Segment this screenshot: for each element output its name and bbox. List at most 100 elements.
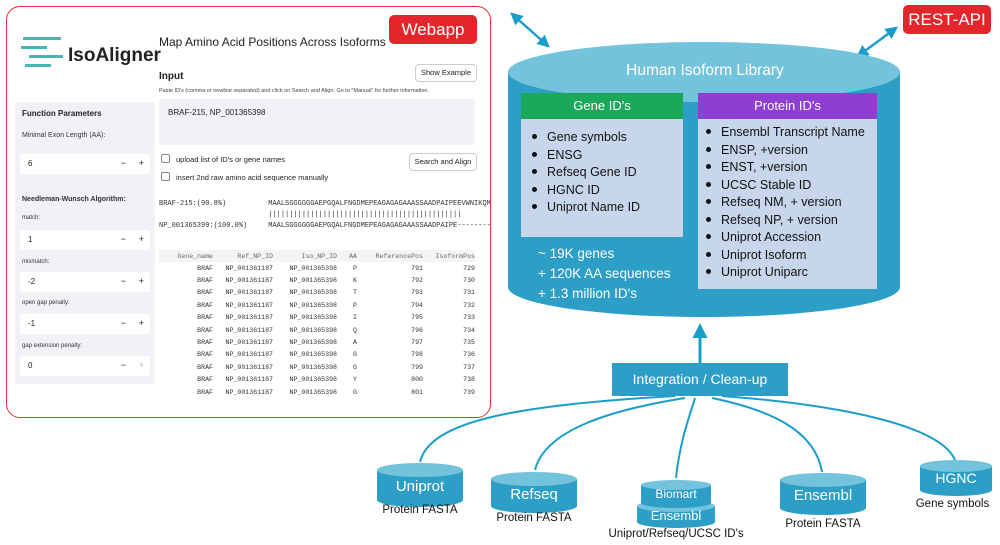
gene-ids-header: Gene ID's	[521, 93, 683, 119]
isoaligner-logo-icon	[21, 35, 63, 74]
list-item-text: Gene symbols	[547, 130, 627, 144]
list-item: Uniprot Uniparc	[706, 264, 877, 282]
table-cell: NP_001365398	[289, 301, 337, 309]
bullet-icon	[706, 216, 711, 222]
refseq-cylinder	[491, 472, 577, 513]
show-example-button[interactable]: Show Example	[415, 64, 477, 82]
ensembl-small-label: Ensembl	[650, 508, 702, 523]
mismatch-label: mismatch:	[22, 259, 50, 265]
checkbox-icon	[161, 154, 170, 163]
table-cell: NP_001361187	[225, 301, 273, 309]
gap-ext-stepper[interactable]: 0 − +	[20, 356, 150, 376]
minus-icon[interactable]: −	[120, 276, 126, 286]
gap-ext-value: 0	[28, 361, 33, 370]
parameters-sidebar: Function Parameters Minimal Exon Length …	[15, 102, 155, 384]
refseq-label: Refseq	[510, 486, 558, 503]
stat-line: + 1.3 million ID's	[538, 286, 637, 301]
min-exon-label: Minimal Exon Length (AA):	[22, 132, 106, 139]
uniprot-desc: Protein FASTA	[382, 504, 458, 516]
list-item: Gene symbols	[532, 129, 683, 147]
table-cell: NP_001361187	[225, 326, 273, 334]
stat-line: + 120K AA sequences	[538, 266, 671, 281]
table-cell: BRAF	[197, 363, 213, 371]
table-cell: NP_001361187	[225, 289, 273, 297]
table-cell: NP_001365398	[289, 314, 337, 322]
bullet-icon	[532, 204, 537, 210]
plus-icon[interactable]: +	[138, 360, 144, 370]
list-item-text: UCSC Stable ID	[721, 177, 812, 192]
table-cell: BRAF	[197, 326, 213, 334]
gap-open-label: open gap penalty:	[22, 300, 70, 306]
upload-checkbox[interactable]: upload list of ID's or gene names	[161, 154, 285, 164]
upload-label: upload list of ID's or gene names	[176, 155, 285, 164]
table-cell: P	[353, 301, 357, 309]
table-cell: NP_001365398	[289, 277, 337, 285]
library-stats: ~ 19K genes+ 120K AA sequences+ 1.3 mill…	[538, 244, 670, 304]
table-cell: 739	[463, 388, 475, 396]
list-item-text: Refseq NM, + version	[721, 195, 842, 209]
webapp-panel: IsoAligner Map Amino Acid Positions Acro…	[6, 6, 491, 418]
table-cell: 735	[463, 339, 475, 347]
webapp-tag: Webapp	[389, 15, 477, 44]
table-cell: 792	[411, 277, 423, 285]
nw-heading: Needleman-Wunsch Algorithm:	[22, 196, 126, 203]
table-cell: P	[353, 264, 357, 272]
uniprot-cylinder	[377, 463, 463, 507]
hgnc-label: HGNC	[935, 470, 977, 486]
list-item-text: Refseq NP, + version	[721, 212, 838, 227]
table-cell: Y	[353, 376, 357, 384]
bullet-icon	[532, 169, 537, 175]
input-heading: Input	[159, 71, 184, 82]
bullet-icon	[706, 251, 711, 257]
table-cell: NP_001365398	[289, 351, 337, 359]
table-cell: 733	[463, 314, 475, 322]
table-header-cell: Ref_NP_ID	[213, 250, 273, 262]
checkbox-icon	[161, 172, 170, 181]
list-item-text: ENST, +version	[721, 160, 808, 174]
refseq-desc: Protein FASTA	[496, 512, 572, 524]
source-tree-lines	[419, 395, 956, 479]
webapp-arrow	[510, 12, 550, 48]
table-cell: 732	[463, 301, 475, 309]
bullet-icon	[706, 129, 711, 135]
min-exon-stepper[interactable]: 6 − +	[20, 154, 150, 174]
insert-sequence-checkbox[interactable]: insert 2nd raw amino acid sequence manua…	[161, 172, 328, 182]
id-input-textarea[interactable]: BRAF-215, NP_001365398	[159, 99, 475, 145]
table-cell: BRAF	[197, 388, 213, 396]
plus-icon[interactable]: +	[138, 276, 144, 286]
plus-icon[interactable]: +	[138, 318, 144, 328]
minus-icon[interactable]: −	[120, 360, 126, 370]
plus-icon[interactable]: +	[138, 158, 144, 168]
minus-icon[interactable]: −	[120, 318, 126, 328]
min-exon-value: 6	[28, 159, 33, 168]
plus-icon[interactable]: +	[138, 234, 144, 244]
ensembl-small-desc: Uniprot/Refseq/UCSC ID's	[608, 528, 744, 540]
minus-icon[interactable]: −	[120, 234, 126, 244]
table-cell: NP_001365398	[289, 388, 337, 396]
uniprot-label: Uniprot	[395, 478, 445, 495]
integration-box: Integration / Clean-up	[612, 363, 788, 396]
table-cell: 794	[411, 301, 423, 309]
table-cell: 801	[411, 388, 423, 396]
gap-open-stepper[interactable]: -1 − +	[20, 314, 150, 334]
minus-icon[interactable]: −	[120, 158, 126, 168]
mismatch-value: -2	[28, 277, 36, 286]
table-cell: BRAF	[197, 314, 213, 322]
list-item: Uniprot Name ID	[532, 199, 683, 217]
match-stepper[interactable]: 1 − +	[20, 230, 150, 250]
list-item: Refseq Gene ID	[532, 164, 683, 182]
search-align-button[interactable]: Search and Align	[409, 153, 477, 171]
list-item: Refseq NM, + version	[706, 194, 877, 212]
list-item: Refseq NP, + version	[706, 212, 877, 230]
table-cell: NP_001361187	[225, 277, 273, 285]
ensembl-label: Ensembl	[793, 487, 853, 504]
mismatch-stepper[interactable]: -2 − +	[20, 272, 150, 292]
table-cell: NP_001365398	[289, 289, 337, 297]
